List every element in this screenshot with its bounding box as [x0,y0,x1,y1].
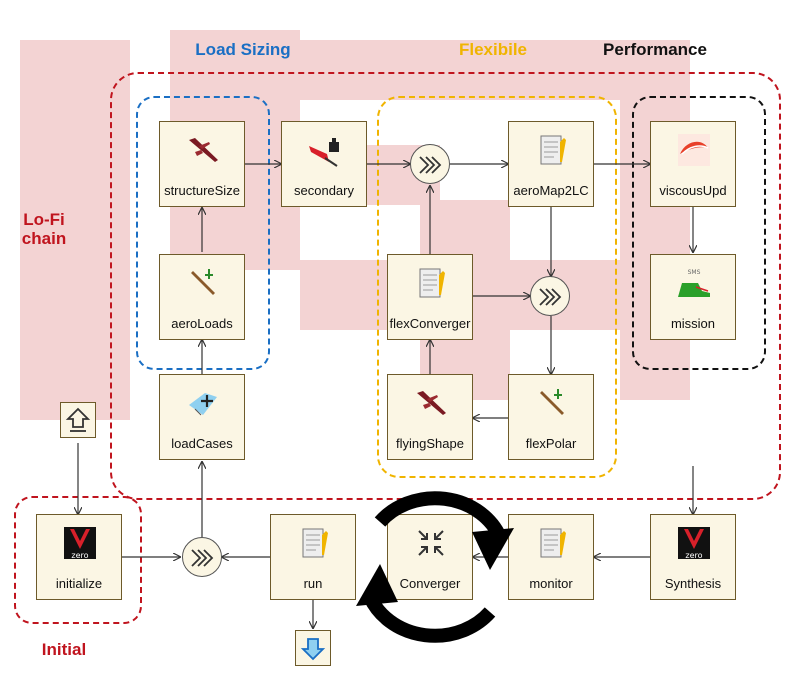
aircraft-icon [417,391,446,415]
download-icon [300,638,326,661]
loadcases-node[interactable]: loadCases [159,374,245,460]
mission-node[interactable]: SMS mission [650,254,736,340]
node-label: structureSize [164,183,240,198]
secondary-node[interactable]: secondary [281,121,367,207]
flexibile-region [377,96,617,478]
script-icon [419,268,445,298]
start-node[interactable] [60,402,96,438]
node-label: flexConverger [389,316,471,331]
script-icon [540,528,566,558]
converger-node[interactable]: Converger [387,514,473,600]
lofi-label-line2: chain [21,229,67,248]
aeroloads-node[interactable]: aeroLoads [159,254,245,340]
load-sizing-label: Load Sizing [195,40,291,59]
lofi-label-line1: Lo-Fi [23,210,65,229]
converger-icon [418,530,444,556]
airfoil-icon [678,134,710,166]
wing-load-icon [540,389,564,415]
performance-label: Performance [603,40,707,59]
node-label: run [303,576,323,591]
monitor-node[interactable]: monitor [508,514,594,600]
lofi-chain-label: Lo-Fi chain [14,210,74,248]
initial-label: Initial [41,640,87,659]
sms-text: SMS [688,269,701,276]
node-label: aeroMap2LC [513,183,589,198]
node-label: flyingShape [396,436,464,451]
script-icon [540,135,566,165]
end-node[interactable] [295,630,331,666]
aircraft-icon [189,138,218,162]
wing-load-icon [191,269,215,295]
synthesis-node[interactable]: zero Synthesis [650,514,736,600]
merge-arrows-icon [191,549,214,567]
performance-region [632,96,766,370]
node-label: aeroLoads [171,316,233,331]
mission-profile-icon: SMS [678,269,710,297]
watermark-shape [200,40,660,100]
node-label: Converger [399,576,461,591]
zero-text: zero [685,551,702,560]
aeromap2lc-node[interactable]: aeroMap2LC [508,121,594,207]
viscousupd-node[interactable]: viscousUpd [650,121,736,207]
upload-icon [65,407,91,432]
iteration-loop-icon [356,491,514,643]
merge-arrows-icon [539,288,562,306]
node-label: mission [670,316,716,331]
node-label: flexPolar [525,436,577,451]
node-label: loadCases [171,436,233,451]
node-label: Synthesis [664,576,722,591]
vzero-icon: zero [678,527,710,560]
node-label: initialize [55,576,103,591]
flexpolar-node[interactable]: flexPolar [508,374,594,460]
zero-text: zero [71,551,88,560]
node-label: monitor [529,576,573,591]
merge-arrows-icon [419,156,442,174]
watermark-shape [620,40,690,400]
script-icon [302,528,328,558]
run-node[interactable]: run [270,514,356,600]
vzero-icon: zero [64,527,96,560]
converger-junction[interactable] [410,144,450,184]
flexibile-label: Flexibile [458,40,528,59]
node-label: viscousUpd [659,183,727,198]
initialize-node[interactable]: zero initialize [36,514,122,600]
load-cases-icon [189,393,217,416]
flexconverger-node[interactable]: flexConverger [387,254,473,340]
node-label: secondary [294,183,354,198]
flyingshape-node[interactable]: flyingShape [387,374,473,460]
load-sizing-region [136,96,270,370]
structuresize-node[interactable]: structureSize [159,121,245,207]
wing-weight-icon [309,138,339,167]
converger-junction[interactable] [530,276,570,316]
converger-junction[interactable] [182,537,222,577]
